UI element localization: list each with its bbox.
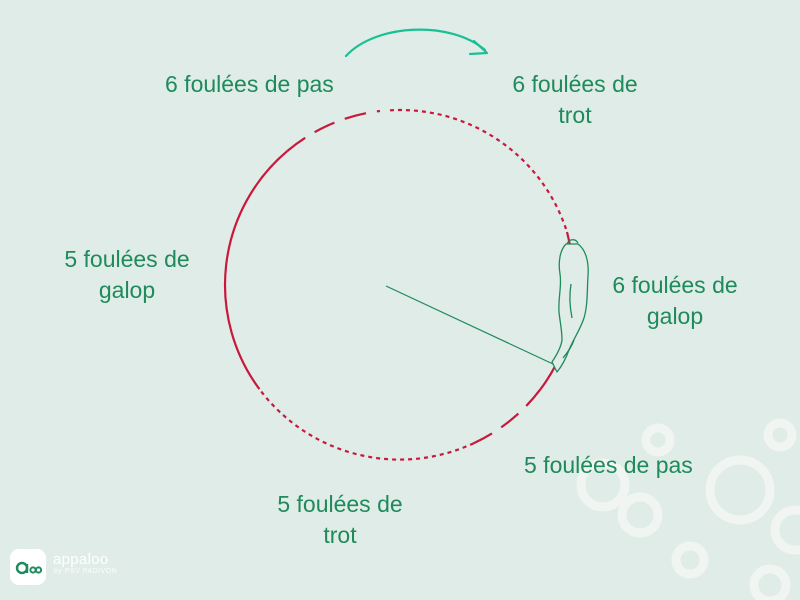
logo-mark-icon <box>15 561 43 575</box>
logo-tagline: by PSV PADIVON <box>54 568 118 575</box>
segment-bottom-pas <box>473 388 542 445</box>
segment-bottom-trot <box>258 388 475 461</box>
lunge-line <box>385 285 554 365</box>
segment-left-pas <box>286 109 381 152</box>
segment-left-galop <box>223 150 289 390</box>
logo-name: appaloo <box>53 551 109 568</box>
label-left: 5 foulées de galop <box>64 246 190 303</box>
segment-top-trot <box>389 108 569 233</box>
label-top-left: 6 foulées de pas <box>165 71 334 97</box>
label-bottom: 5 foulées de trot <box>277 491 403 548</box>
label-bottom-right: 5 foulées de pas <box>524 452 693 478</box>
label-right: 6 foulées de galop <box>612 272 738 329</box>
decor-bubbles <box>576 418 800 600</box>
logo-badge <box>10 549 46 585</box>
curved-arrow-icon <box>344 28 489 58</box>
circle-track <box>223 108 572 461</box>
horse-top-view-icon <box>551 239 589 373</box>
segment-right-galop-lower <box>539 365 557 390</box>
label-top-right: 6 foulées de trot <box>512 71 638 128</box>
